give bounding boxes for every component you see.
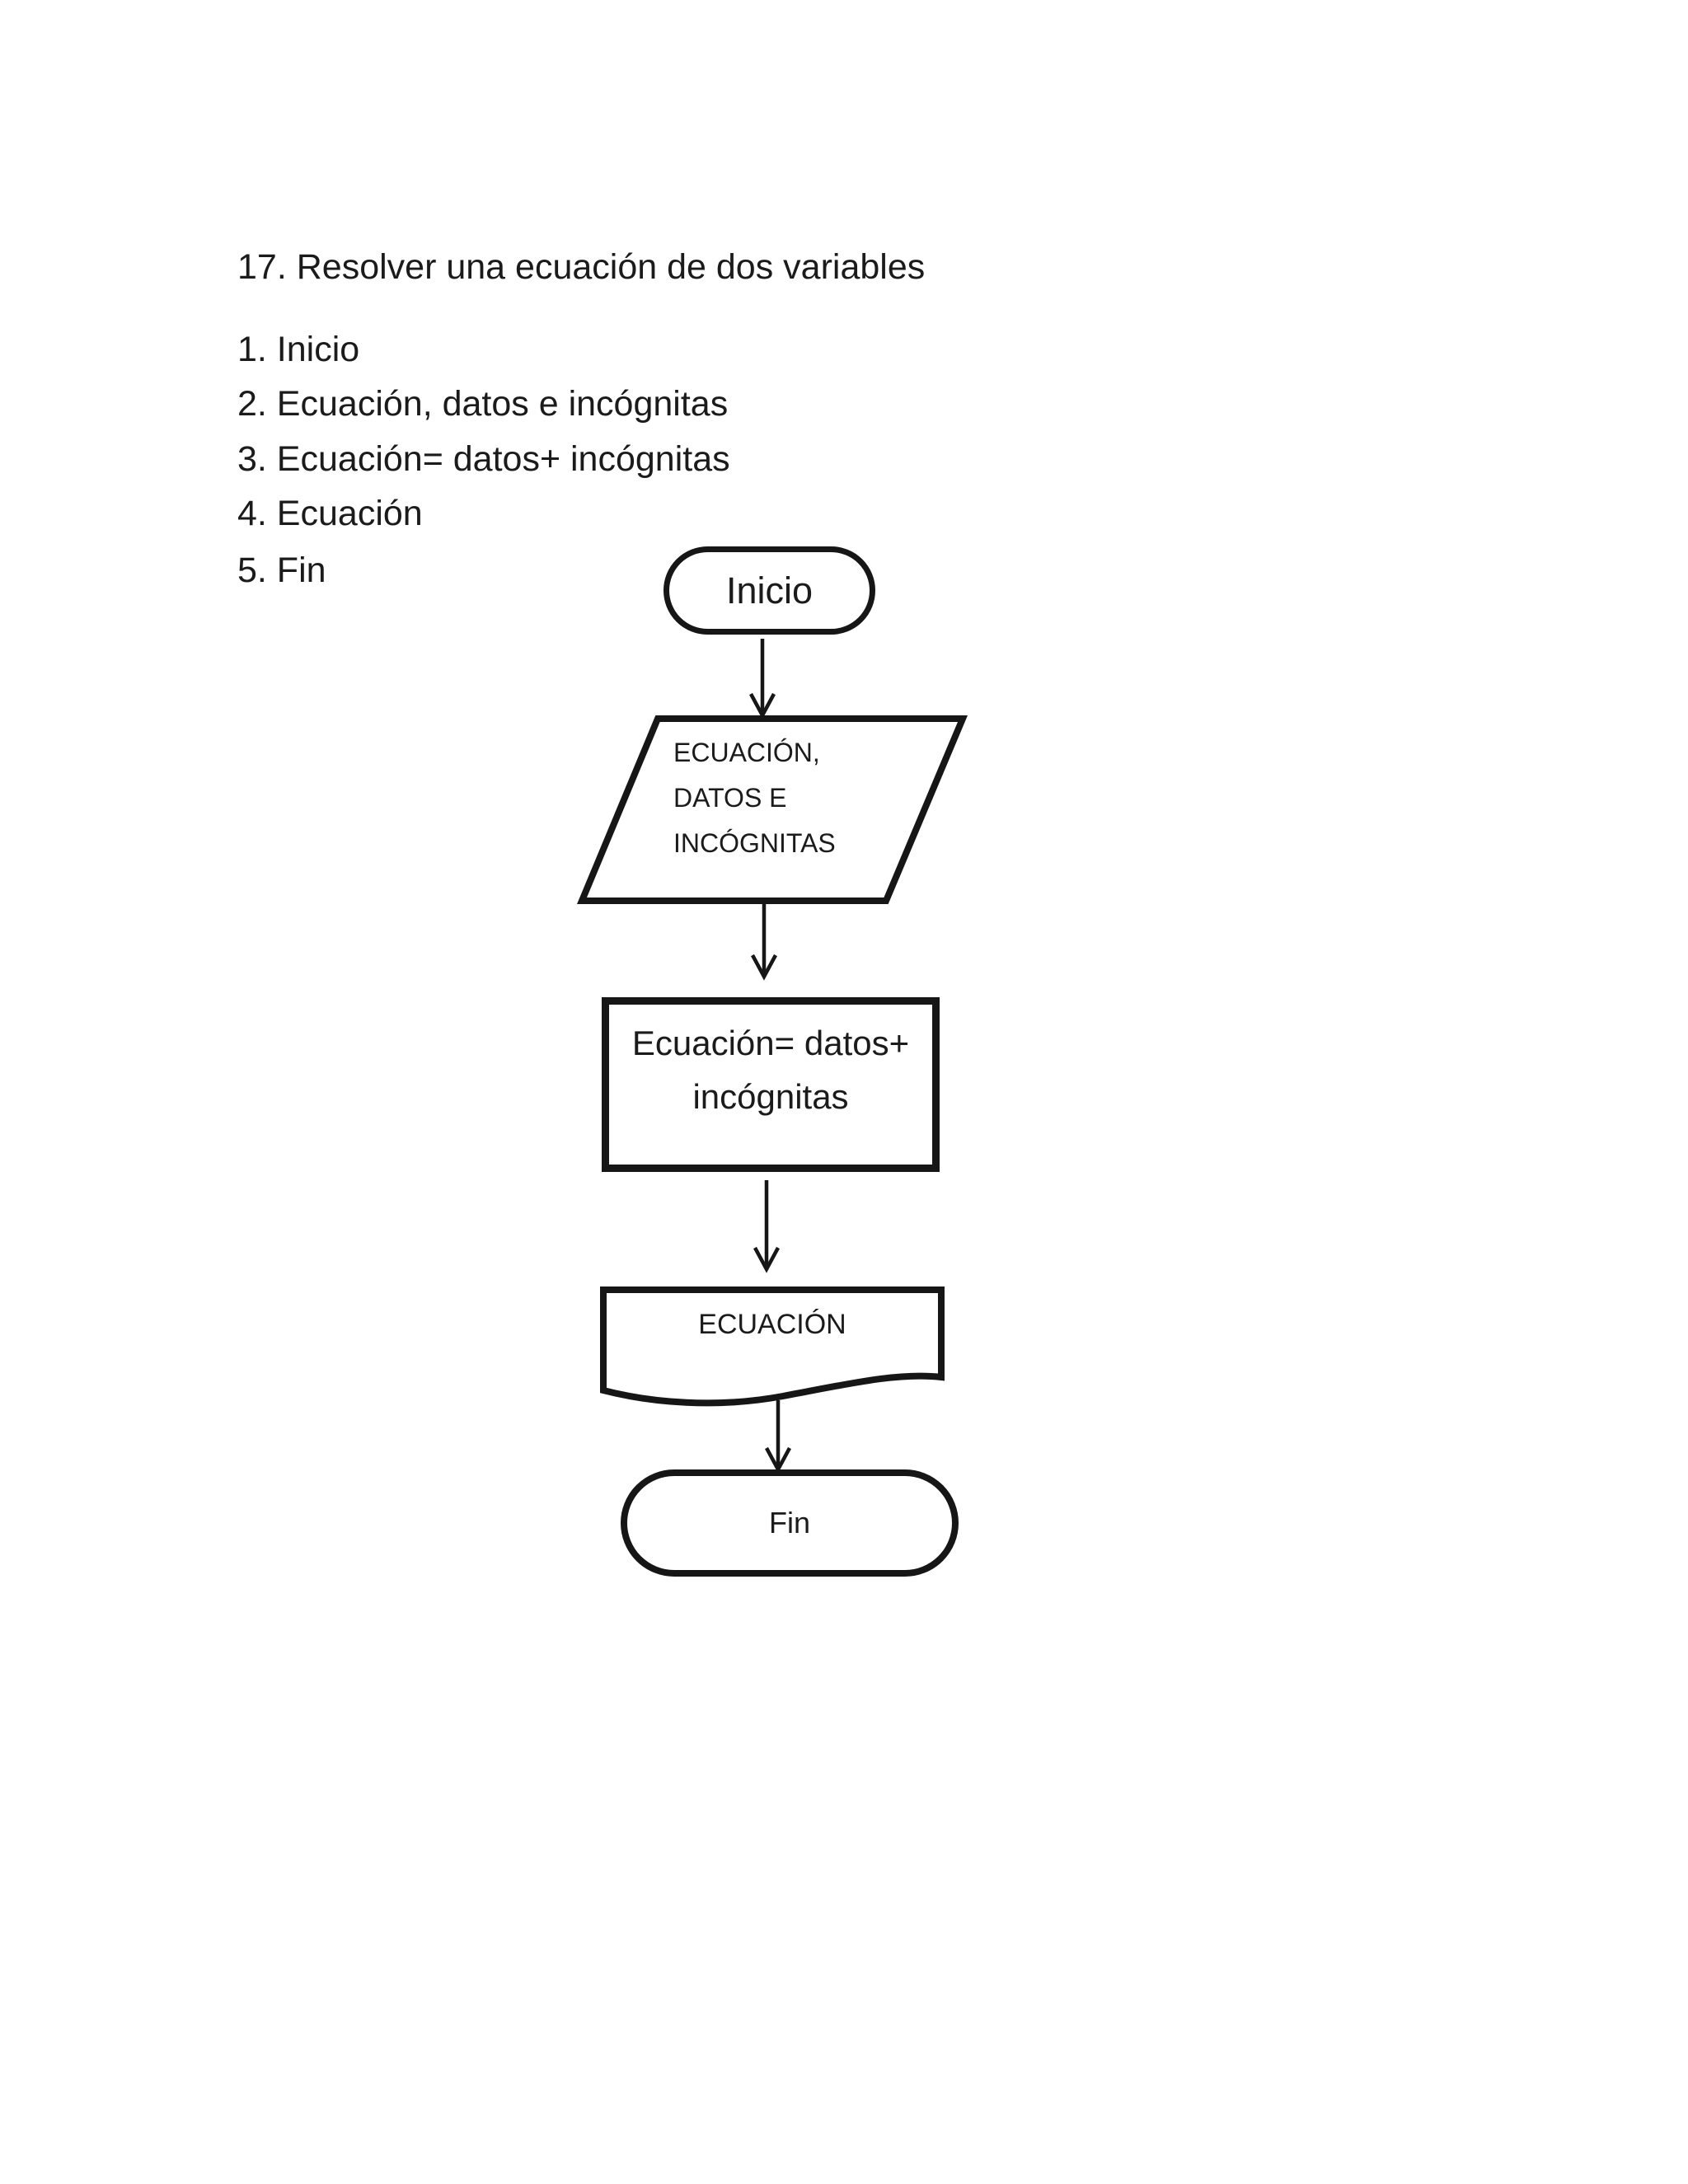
start-label: Inicio bbox=[725, 569, 814, 612]
step-item-2: 2. Ecuación, datos e incógnitas bbox=[237, 384, 729, 424]
step-item-1: 1. Inicio bbox=[237, 330, 360, 369]
document-shape bbox=[600, 1286, 945, 1407]
exercise-title: 17. Resolver una ecuación de dos variabl… bbox=[237, 247, 926, 287]
io-label-line-3: INCÓGNITAS bbox=[673, 828, 836, 858]
end-label: Fin bbox=[768, 1506, 810, 1540]
arrow-down-3 bbox=[753, 1180, 780, 1273]
io-label-line-1: ECUACIÓN, bbox=[673, 738, 820, 767]
step-item-3: 3. Ecuación= datos+ incógnitas bbox=[237, 439, 730, 479]
arrow-down-4 bbox=[765, 1400, 791, 1474]
start-terminator: Inicio bbox=[663, 546, 875, 635]
document-label: ECUACIÓN bbox=[698, 1309, 846, 1340]
arrow-down-1 bbox=[749, 639, 776, 719]
arrow-down-2 bbox=[751, 904, 777, 981]
process-label-line-2: incógnitas bbox=[692, 1077, 849, 1116]
io-parallelogram-label: ECUACIÓN, DATOS E INCÓGNITAS bbox=[673, 730, 836, 866]
process-label-line-1: Ecuación= datos+ bbox=[631, 1024, 910, 1062]
io-parallelogram-shape bbox=[577, 715, 968, 904]
io-label-line-2: DATOS E bbox=[673, 783, 787, 813]
step-item-5: 5. Fin bbox=[237, 551, 326, 590]
process-rectangle: Ecuación= datos+ incógnitas bbox=[602, 997, 940, 1172]
step-item-4: 4. Ecuación bbox=[237, 494, 423, 533]
end-terminator: Fin bbox=[621, 1469, 959, 1577]
